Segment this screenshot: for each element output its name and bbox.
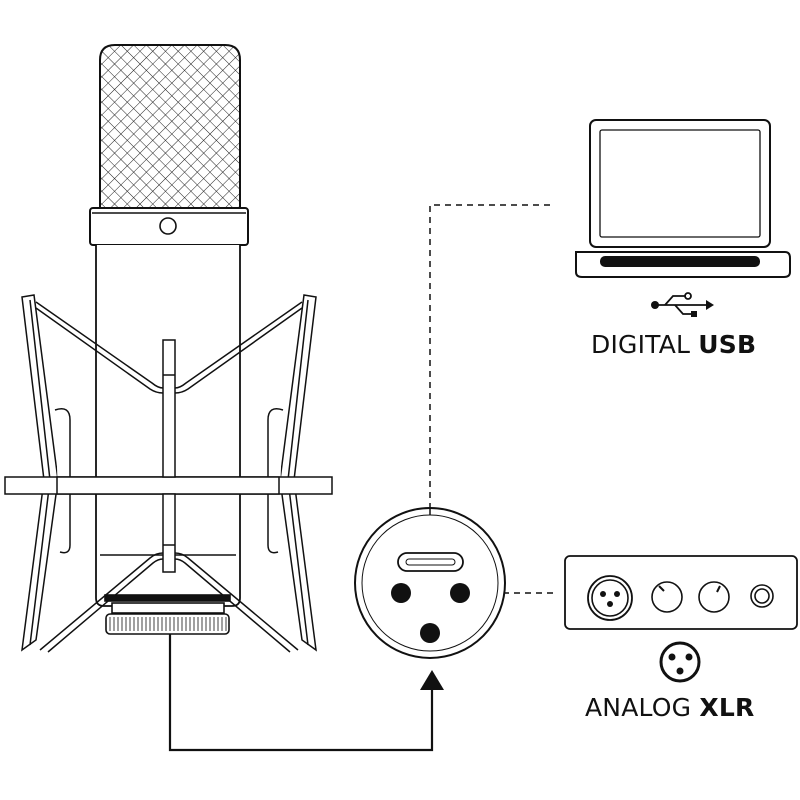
xlr-pin [391,583,411,603]
mount-clip [162,339,176,478]
usb-label-text: USB [698,330,757,359]
analog-label-text: ANALOG [585,693,692,722]
microphone-led [159,217,177,235]
xlr-pin [420,623,440,643]
gain-knob [651,581,683,613]
cable [168,634,434,752]
xlr-label-text: XLR [699,693,755,722]
laptop [575,119,791,278]
digital-label-text: DIGITAL [591,330,691,359]
volume-knob [698,581,730,613]
microphone-base [105,613,230,635]
microphone-grille [99,44,241,210]
combo-connector[interactable] [354,507,506,659]
xlr-icon [659,641,701,683]
shock-mount [4,294,333,653]
usb-icon [651,292,714,317]
audio-interface [564,555,798,630]
arrow-head [420,670,444,690]
analog-xlr-label: ANALOG XLR [585,693,754,722]
usb-c-port [397,552,464,572]
usb-dashed-line [429,204,555,553]
digital-usb-label: DIGITAL USB [591,330,756,359]
headphone-jack [750,584,774,608]
interface-xlr-input [587,575,633,621]
xlr-pin [450,583,470,603]
